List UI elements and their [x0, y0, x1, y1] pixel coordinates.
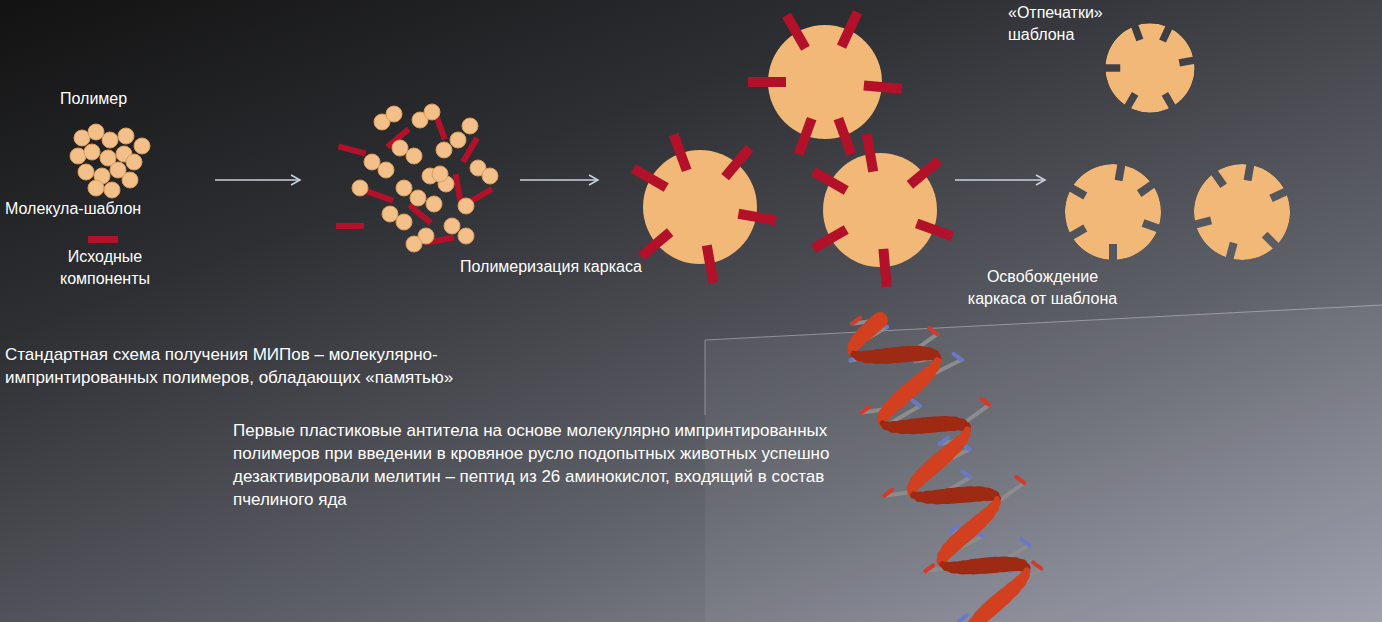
stage-label: Полимеризация каркаса	[460, 256, 642, 278]
bead	[458, 198, 474, 214]
stage-label: Освобождение каркаса от шаблона	[960, 266, 1125, 309]
mixture	[336, 104, 498, 252]
template-bar	[794, 117, 816, 156]
side-chain-tip	[940, 438, 948, 444]
part-label: Полимер	[60, 88, 127, 110]
stage-label: Исходные компоненты	[45, 246, 165, 289]
template-bar	[336, 223, 364, 229]
bead	[88, 124, 104, 140]
bead	[444, 218, 460, 234]
side-chain-tip	[929, 328, 937, 334]
template-bar	[366, 188, 394, 203]
stage-arrow	[215, 179, 300, 181]
frame	[811, 133, 954, 287]
side-chain-tip	[925, 565, 933, 571]
imprinted-frame	[1105, 23, 1194, 112]
template-bar	[638, 228, 674, 260]
side-chain-tip	[1021, 539, 1029, 545]
side-chain-tip	[959, 615, 967, 621]
template-bar	[907, 157, 943, 189]
template-bar	[669, 133, 691, 172]
side-chain-tip	[862, 407, 870, 413]
side-chain-tip	[912, 400, 920, 406]
bead	[126, 154, 142, 170]
imprinted-frame	[1183, 153, 1301, 271]
bead	[426, 196, 442, 212]
side-chain-tip	[981, 399, 989, 405]
bead	[102, 132, 118, 148]
template-bar	[862, 133, 878, 172]
bead	[424, 104, 440, 120]
bead	[104, 182, 120, 198]
bead	[462, 118, 478, 134]
bead	[88, 180, 104, 196]
bead	[396, 180, 412, 196]
template-bar	[811, 167, 849, 195]
bead	[406, 148, 422, 164]
panel-edge	[705, 305, 1382, 340]
polymer-frames	[631, 10, 954, 287]
template-bar	[834, 117, 856, 156]
side-chain-tip	[1033, 562, 1041, 568]
bead	[78, 164, 94, 180]
bead	[352, 180, 368, 196]
polymer-beads	[70, 124, 150, 198]
side-chain-tip	[962, 471, 970, 477]
bead	[70, 148, 86, 164]
template-bar	[631, 164, 669, 192]
bead	[432, 166, 448, 182]
bead	[84, 144, 100, 160]
template-bar	[738, 209, 777, 225]
stage-arrow	[955, 179, 1045, 181]
template-bar	[915, 219, 954, 241]
template-bar	[837, 10, 862, 49]
frame	[748, 10, 902, 156]
template-bar	[338, 143, 367, 156]
template-bar	[702, 245, 718, 284]
template-bar	[782, 13, 810, 51]
bead	[396, 214, 412, 230]
imprinted-frame	[1047, 146, 1178, 277]
side-chain	[853, 327, 887, 347]
template-bar	[748, 77, 786, 87]
side-chain	[943, 536, 983, 556]
bead	[386, 106, 402, 122]
side-chain-tip	[852, 318, 860, 324]
bead	[118, 128, 134, 144]
note-text: Первые пластиковые антитела на основе мо…	[233, 420, 883, 512]
template-bar	[863, 80, 902, 93]
template-bar	[721, 145, 753, 181]
result-label: «Отпечатки» шаблона	[1008, 2, 1108, 45]
caption-text: Стандартная схема получения МИПов – моле…	[5, 344, 455, 390]
bead	[450, 132, 466, 148]
bead	[378, 162, 394, 178]
bead	[382, 206, 398, 222]
bead	[364, 154, 380, 170]
melittin-helix	[850, 318, 1041, 622]
frame	[631, 133, 777, 284]
panel-edge	[705, 340, 706, 415]
bead	[458, 228, 474, 244]
stage-arrow	[520, 179, 598, 181]
template-bar	[878, 248, 891, 287]
side-chain-tip	[1016, 477, 1024, 483]
template-bar	[453, 174, 464, 203]
template-bar	[811, 225, 849, 253]
bead	[406, 236, 422, 252]
bead	[436, 142, 452, 158]
template-molecule	[88, 236, 118, 243]
side-chain-tip	[954, 354, 962, 360]
bead	[392, 140, 408, 156]
bead	[410, 190, 426, 206]
bead	[122, 172, 138, 188]
part-label: Молекула-шаблон	[5, 198, 141, 220]
bead	[134, 138, 150, 154]
helix-panel	[705, 305, 1382, 622]
bead	[482, 168, 498, 184]
side-chain-tip	[884, 490, 892, 496]
